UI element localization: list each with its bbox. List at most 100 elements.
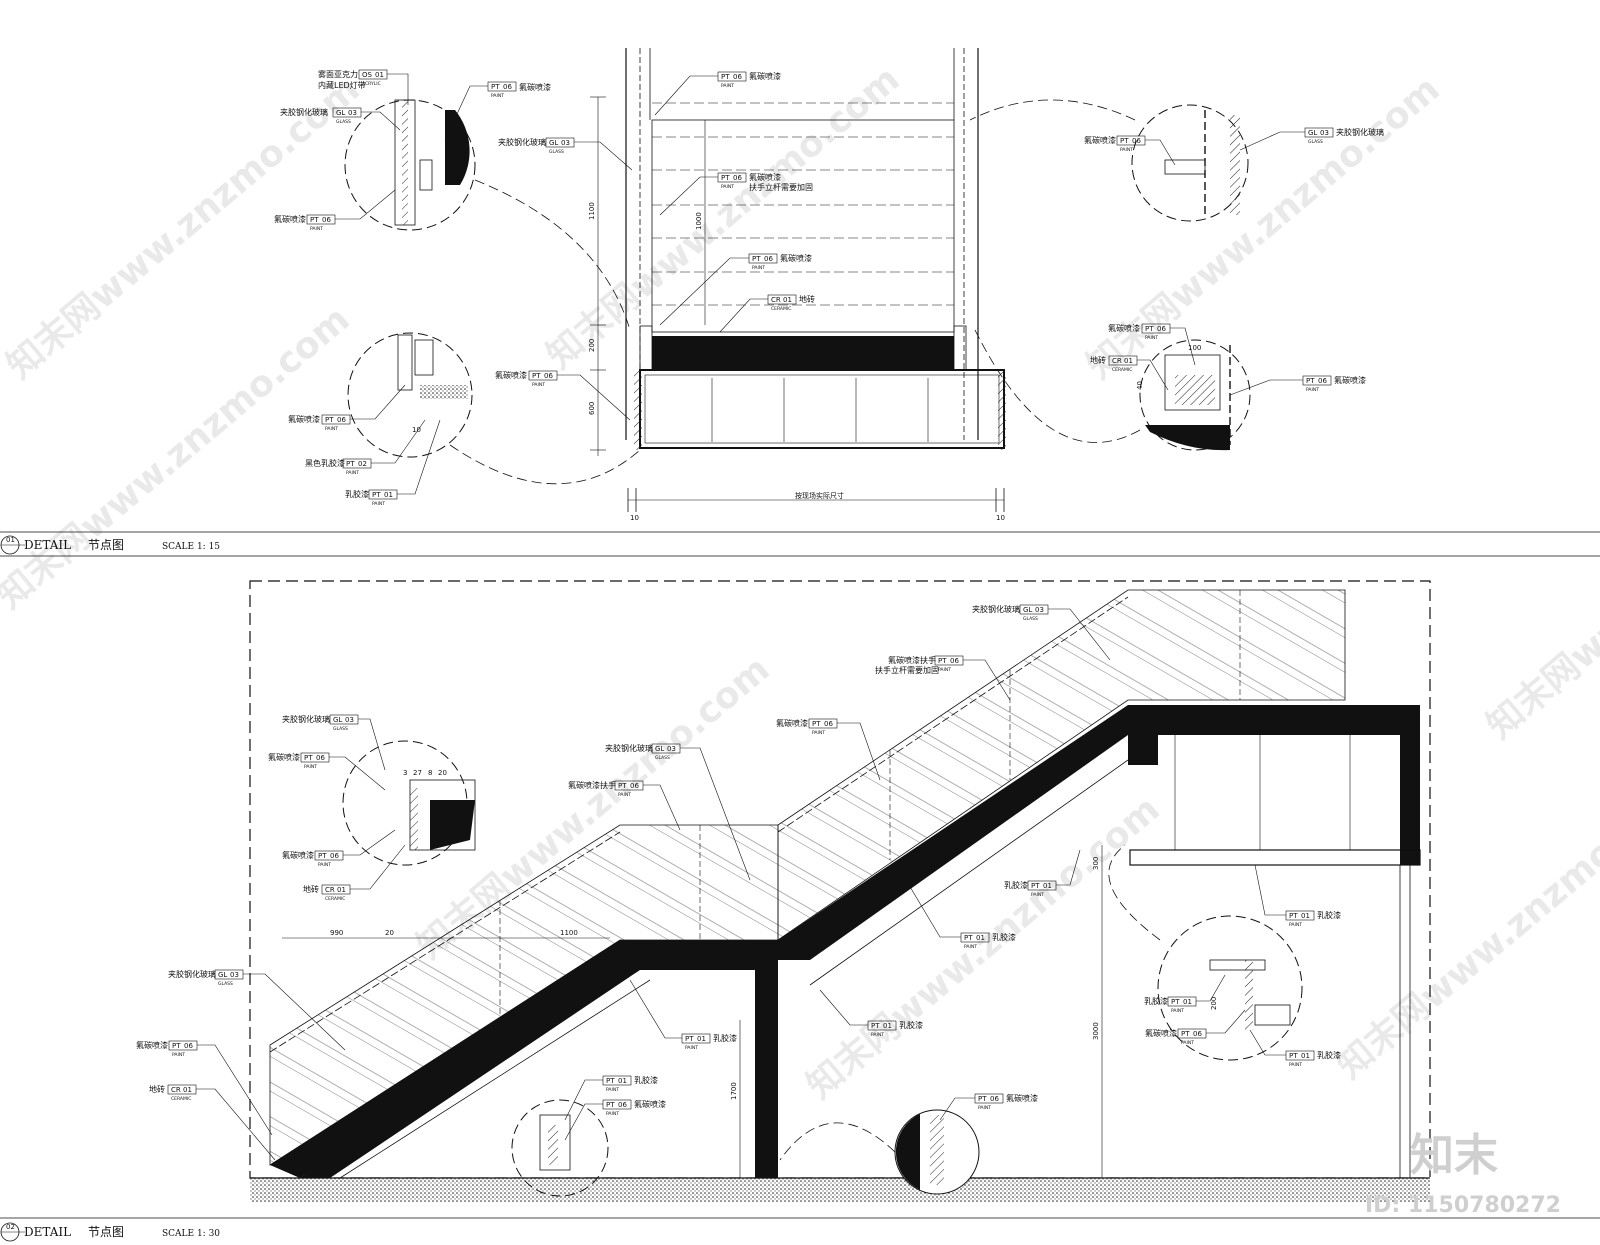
- label-paint-02-left-callout: 氟碳喷漆 PT 06 PAINT: [268, 752, 386, 791]
- svg-text:06: 06: [990, 1095, 999, 1103]
- label-cn: 雾面亚克力: [318, 69, 358, 79]
- watermark-logo: 知末: [1410, 1130, 1498, 1181]
- svg-text:PAINT: PAINT: [532, 382, 545, 388]
- svg-text:PAINT: PAINT: [964, 944, 977, 950]
- svg-text:PAINT: PAINT: [318, 862, 331, 868]
- label-paint-02-callout-bottom: PT 06 PAINT 氟碳喷漆: [564, 1099, 666, 1141]
- label-latex-02-b: PT 01 PAINT 乳胶漆: [819, 989, 923, 1038]
- svg-text:01: 01: [337, 886, 346, 894]
- svg-text:氟碳喷漆: 氟碳喷漆: [268, 752, 300, 762]
- dim-10-left: 10: [630, 514, 639, 522]
- label-latex-02-f: 乳胶漆 PT 01 PAINT: [1144, 974, 1226, 1014]
- svg-text:黑色乳胶漆: 黑色乳胶漆: [305, 458, 345, 468]
- svg-text:夹胶钢化玻璃: 夹胶钢化玻璃: [605, 743, 653, 753]
- svg-text:PT: PT: [491, 83, 500, 91]
- title-bar-02: 02 DETAIL 节点图 SCALE 1: 30: [0, 1217, 1600, 1242]
- svg-text:01: 01: [1043, 882, 1052, 890]
- dim-1000: 1000: [695, 212, 703, 230]
- svg-text:06: 06: [618, 1101, 627, 1109]
- svg-text:氟碳喷漆: 氟碳喷漆: [1084, 135, 1116, 145]
- label-latex-02-c: PT 01 PAINT 乳胶漆: [899, 869, 1016, 950]
- svg-text:CERAMIC: CERAMIC: [1112, 367, 1132, 373]
- svg-text:扶手立杆需要加固: 扶手立杆需要加固: [875, 665, 939, 675]
- svg-text:PAINT: PAINT: [1171, 1008, 1184, 1014]
- svg-text:01: 01: [883, 1022, 892, 1030]
- dim-200b: 200: [1210, 997, 1218, 1010]
- dim-3000: 3000: [1092, 1022, 1100, 1040]
- svg-text:GL: GL: [549, 139, 558, 147]
- svg-text:PT: PT: [346, 460, 355, 468]
- svg-text:06: 06: [1318, 377, 1327, 385]
- svg-text:地砖: 地砖: [149, 1084, 165, 1094]
- svg-text:PAINT: PAINT: [1289, 922, 1302, 928]
- svg-text:CERAMIC: CERAMIC: [771, 306, 791, 312]
- svg-text:06: 06: [1157, 325, 1166, 333]
- svg-text:乳胶漆: 乳胶漆: [713, 1033, 737, 1043]
- svg-text:03: 03: [230, 971, 239, 979]
- svg-text:PT: PT: [172, 1042, 181, 1050]
- svg-text:GLASS: GLASS: [1023, 616, 1038, 622]
- title-scale: SCALE 1: 30: [162, 1229, 220, 1239]
- label-paint-left-beam: 氟碳喷漆 PT 06 PAINT: [495, 370, 631, 421]
- watermark-text: 知末网www.znzmo.com: [1329, 769, 1600, 1087]
- svg-text:PAINT: PAINT: [606, 1111, 619, 1117]
- watermark-text: 知末网www.znzmo.com: [1079, 69, 1447, 387]
- svg-text:GLASS: GLASS: [1308, 139, 1323, 145]
- svg-text:PT: PT: [721, 73, 730, 81]
- svg-text:PAINT: PAINT: [618, 792, 631, 798]
- svg-text:GLASS: GLASS: [218, 981, 233, 987]
- dim-300: 300: [1092, 857, 1100, 870]
- svg-text:氟碳喷漆: 氟碳喷漆: [495, 370, 527, 380]
- svg-text:06: 06: [950, 657, 959, 665]
- svg-text:乳胶漆: 乳胶漆: [1004, 880, 1028, 890]
- svg-text:氟碳喷漆: 氟碳喷漆: [288, 414, 320, 424]
- tag-code: OS: [362, 71, 373, 79]
- svg-text:乳胶漆: 乳胶漆: [345, 489, 369, 499]
- svg-text:01: 01: [783, 296, 792, 304]
- label-paint-br-2: PT 06 PAINT 氟碳喷漆: [1229, 375, 1366, 396]
- svg-text:CR: CR: [771, 296, 781, 304]
- svg-text:CERAMIC: CERAMIC: [325, 896, 345, 902]
- dim-200: 200: [588, 339, 596, 352]
- svg-text:PT: PT: [372, 491, 381, 499]
- svg-text:氟碳喷漆: 氟碳喷漆: [780, 253, 812, 263]
- label-glass-02-mid: 夹胶钢化玻璃 GL 03 GLASS: [605, 743, 751, 881]
- svg-text:06: 06: [544, 372, 553, 380]
- title-num: 02: [6, 1223, 15, 1231]
- title-en: DETAIL: [24, 1225, 71, 1239]
- svg-text:PAINT: PAINT: [372, 501, 385, 507]
- label-paint-br-1: 氟碳喷漆 PT 06 PAINT: [1108, 323, 1196, 366]
- svg-text:夹胶钢化玻璃: 夹胶钢化玻璃: [972, 604, 1020, 614]
- svg-text:CERAMIC: CERAMIC: [171, 1096, 191, 1102]
- svg-text:氟碳喷漆: 氟碳喷漆: [282, 850, 314, 860]
- label-black-latex: 黑色乳胶漆 PT 02 PAINT: [305, 419, 426, 476]
- svg-text:PAINT: PAINT: [346, 470, 359, 476]
- detail-02: 990 20 1100 300 3000 1700 200 3 27 8 20 …: [136, 580, 1431, 1202]
- svg-text:CR: CR: [325, 886, 335, 894]
- svg-text:氟碳喷漆: 氟碳喷漆: [1145, 1028, 1177, 1038]
- svg-text:PAINT: PAINT: [1120, 147, 1133, 153]
- label-latex-02-h: PT 01 PAINT 乳胶漆: [564, 1075, 658, 1121]
- dim-990: 990: [330, 929, 343, 937]
- svg-text:乳胶漆: 乳胶漆: [899, 1020, 923, 1030]
- label-paint-top-left-2: 氟碳喷漆 PT 06 PAINT: [274, 189, 396, 232]
- svg-text:氟碳喷漆: 氟碳喷漆: [749, 71, 781, 81]
- svg-text:GL: GL: [1308, 129, 1317, 137]
- svg-text:乳胶漆: 乳胶漆: [634, 1075, 658, 1085]
- svg-text:01: 01: [976, 934, 985, 942]
- svg-text:PT: PT: [721, 174, 730, 182]
- svg-text:PT: PT: [964, 934, 973, 942]
- tag-sub: ACRYLIC: [362, 81, 381, 87]
- svg-text:GL: GL: [655, 745, 664, 753]
- svg-text:06: 06: [337, 416, 346, 424]
- svg-text:地砖: 地砖: [1090, 355, 1106, 365]
- svg-text:PT: PT: [1289, 1052, 1298, 1060]
- svg-text:PT: PT: [532, 372, 541, 380]
- svg-text:03: 03: [561, 139, 570, 147]
- dim-site: 按现场实际尺寸: [795, 491, 844, 500]
- label-tile-center: CR 01 CERAMIC 地砖: [719, 294, 815, 333]
- svg-text:PAINT: PAINT: [1306, 387, 1319, 393]
- svg-text:PT: PT: [606, 1077, 615, 1085]
- svg-text:PAINT: PAINT: [1145, 335, 1158, 341]
- label-paint-bl-1: 氟碳喷漆 PT 06 PAINT: [288, 384, 406, 432]
